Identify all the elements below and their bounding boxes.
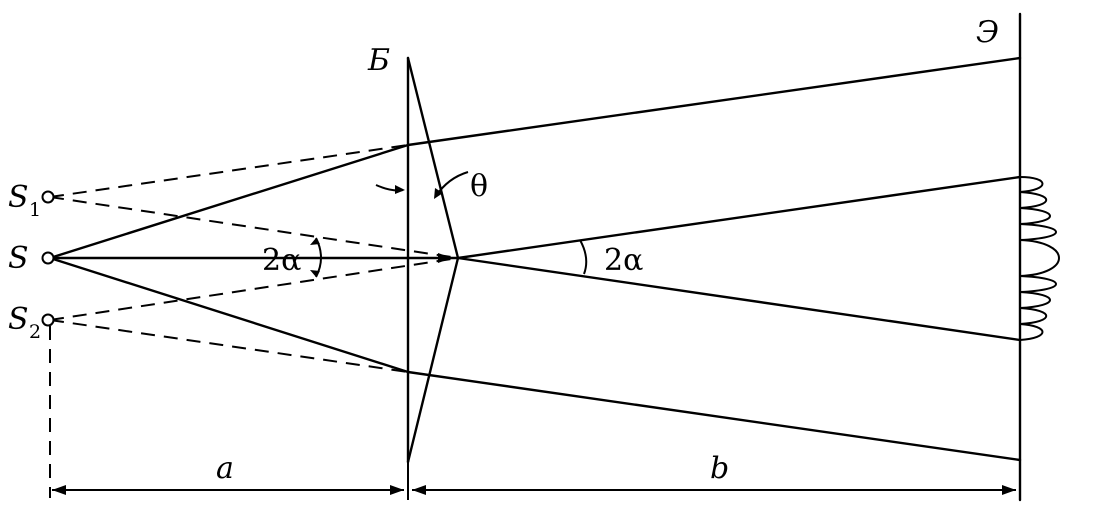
source-s-point — [41, 251, 55, 265]
dash-s2-lower — [49, 319, 409, 373]
angle-arc-left-arrow-bottom — [310, 270, 320, 277]
dim-a-arrow-right — [390, 485, 404, 495]
ray-upper-refracted — [406, 56, 1022, 147]
label-source-s2: S — [8, 302, 29, 337]
dash-s2-apex — [49, 257, 459, 321]
ray-lower-refracted — [406, 370, 1022, 462]
biprism — [406, 56, 460, 464]
source-s1-point — [41, 190, 55, 204]
label-dist-b: b — [710, 451, 729, 486]
dash-s1-upper — [49, 144, 409, 198]
dashed-rays — [49, 144, 459, 498]
angle-arc-right — [579, 239, 588, 275]
solid-rays — [48, 56, 1022, 462]
dimension-lines — [52, 462, 1016, 500]
dim-b-arrow-right — [1002, 485, 1016, 495]
label-angle-right: 2α — [604, 243, 643, 278]
ray-s-upper — [48, 143, 410, 260]
ray-apex-upper — [456, 175, 1022, 260]
label-source-s: S — [8, 241, 29, 276]
dim-a-arrow-left — [52, 485, 66, 495]
label-theta: θ — [470, 169, 488, 204]
dim-b-arrow-left — [412, 485, 426, 495]
biprism-upper-face — [406, 56, 460, 260]
label-source-s1-sub: 1 — [29, 199, 41, 221]
angle-arc-left-arrow-top — [310, 238, 320, 245]
biprism-lower-face — [406, 256, 460, 464]
label-dist-a: a — [216, 451, 234, 486]
theta-arrow-left — [395, 185, 405, 194]
label-source-s2-sub: 2 — [29, 321, 41, 343]
dash-s1-apex — [49, 196, 459, 259]
label-source-s1: S — [8, 180, 29, 215]
label-biprism: Б — [367, 43, 390, 78]
theta-arrow-right — [434, 188, 443, 199]
ray-s-lower — [48, 256, 410, 374]
axis-arrow — [438, 253, 452, 263]
ray-apex-lower — [456, 256, 1022, 342]
label-angle-left: 2α — [262, 243, 301, 278]
interference-pattern — [1019, 176, 1060, 341]
label-screen: Э — [976, 15, 999, 50]
source-s2-point — [41, 313, 55, 327]
